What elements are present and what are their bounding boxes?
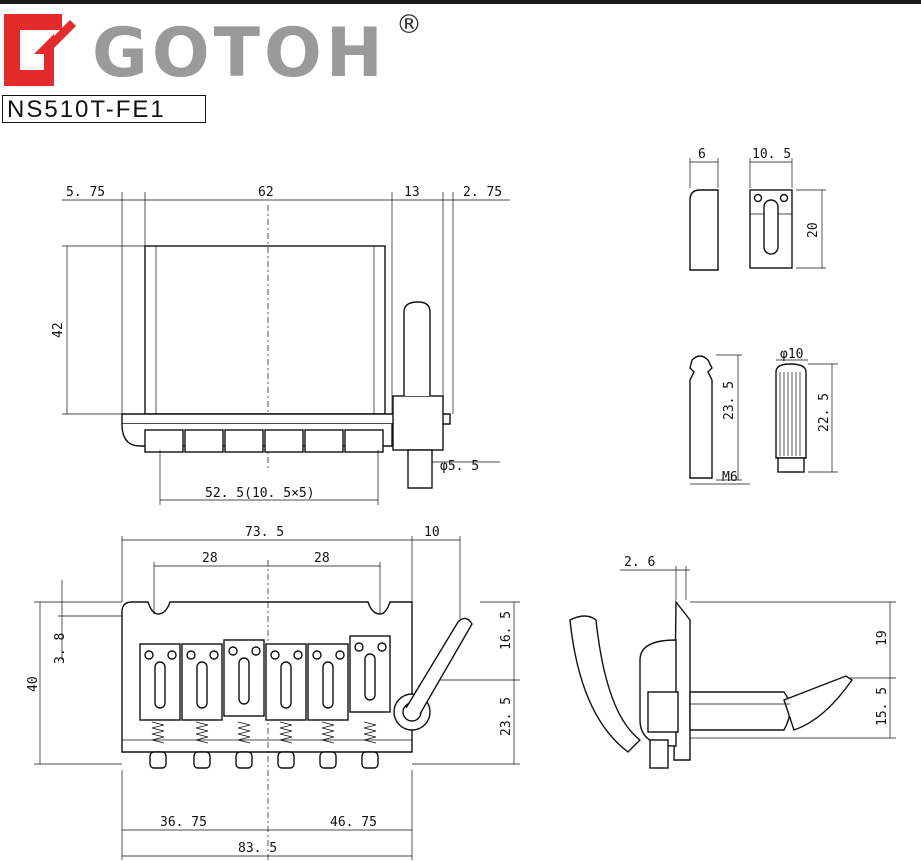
dim-screw-23-5: 23. 5 — [722, 381, 737, 420]
dim-side-15-5: 15. 5 — [875, 687, 890, 726]
dim-saddle-20: 20 — [806, 222, 821, 238]
arm-screw-icon — [689, 355, 713, 479]
front-view-bridge — [121, 560, 473, 860]
top-border — [0, 0, 921, 4]
dim-string-spacing: 52. 5(10. 5×5) — [205, 486, 315, 501]
dim-front-3-8: 3. 8 — [53, 633, 68, 664]
dim-front-46-75: 46. 75 — [330, 815, 377, 830]
saddles-top — [144, 429, 384, 453]
dim-front-23-5: 23. 5 — [499, 697, 514, 736]
dim-knob-phi10: φ10 — [780, 347, 803, 362]
dim-front-28a: 28 — [202, 551, 218, 566]
top-view-dimensions: 5. 75 62 13 2. 75 42 φ5. 5 52. 5(10. 5×5… — [51, 185, 510, 505]
dim-front-28b: 28 — [314, 551, 330, 566]
tremolo-arm-side — [569, 615, 642, 753]
dim-front-40: 40 — [26, 676, 41, 692]
dim-5-75: 5. 75 — [66, 185, 105, 200]
screw-knob-detail: 23. 5 M6 φ10 22. 5 — [689, 347, 838, 485]
dim-42: 42 — [51, 322, 66, 338]
dim-side-2-6: 2. 6 — [624, 555, 655, 570]
saddles-front — [139, 635, 391, 721]
dim-screw-m6: M6 — [722, 470, 738, 485]
dim-2-75: 2. 75 — [463, 185, 502, 200]
tremolo-arm-front — [405, 617, 473, 715]
bridge-plate-top — [144, 245, 386, 415]
front-view-dimensions: 73. 5 10 28 28 3. 8 40 16. 5 23. 5 36. 7… — [26, 525, 520, 860]
arm-knob-icon — [775, 363, 807, 459]
arm-housing — [392, 395, 444, 451]
tremolo-arm-top — [403, 301, 431, 396]
dim-saddle-6: 6 — [698, 147, 706, 162]
side-view-bridge: 2. 6 19 15. 5 — [569, 555, 896, 769]
registered-mark: ® — [396, 10, 422, 40]
dim-62: 62 — [258, 185, 274, 200]
dim-saddle-10-5: 10. 5 — [752, 147, 791, 162]
model-number: NS510T-FE1 — [2, 95, 206, 123]
dim-front-10: 10 — [424, 525, 440, 540]
dim-13: 13 — [404, 185, 420, 200]
dim-front-36-75: 36. 75 — [160, 815, 207, 830]
gotoh-logo: GOTOH ® — [0, 10, 440, 93]
dim-phi-5-5: φ5. 5 — [440, 459, 479, 474]
saddle-detail: 6 10. 5 20 — [689, 147, 826, 271]
brand-name: GOTOH — [92, 14, 387, 93]
dim-front-73-5: 73. 5 — [245, 525, 284, 540]
dim-side-19: 19 — [875, 630, 890, 646]
saddle-springs — [151, 721, 377, 744]
dim-knob-22-5: 22. 5 — [817, 393, 832, 432]
string-ferrules — [149, 751, 379, 769]
gotoh-arrow-logo-icon — [4, 14, 76, 86]
top-view-bridge — [121, 205, 451, 489]
dim-front-16-5: 16. 5 — [499, 611, 514, 650]
dim-front-83-5: 83. 5 — [238, 841, 277, 856]
